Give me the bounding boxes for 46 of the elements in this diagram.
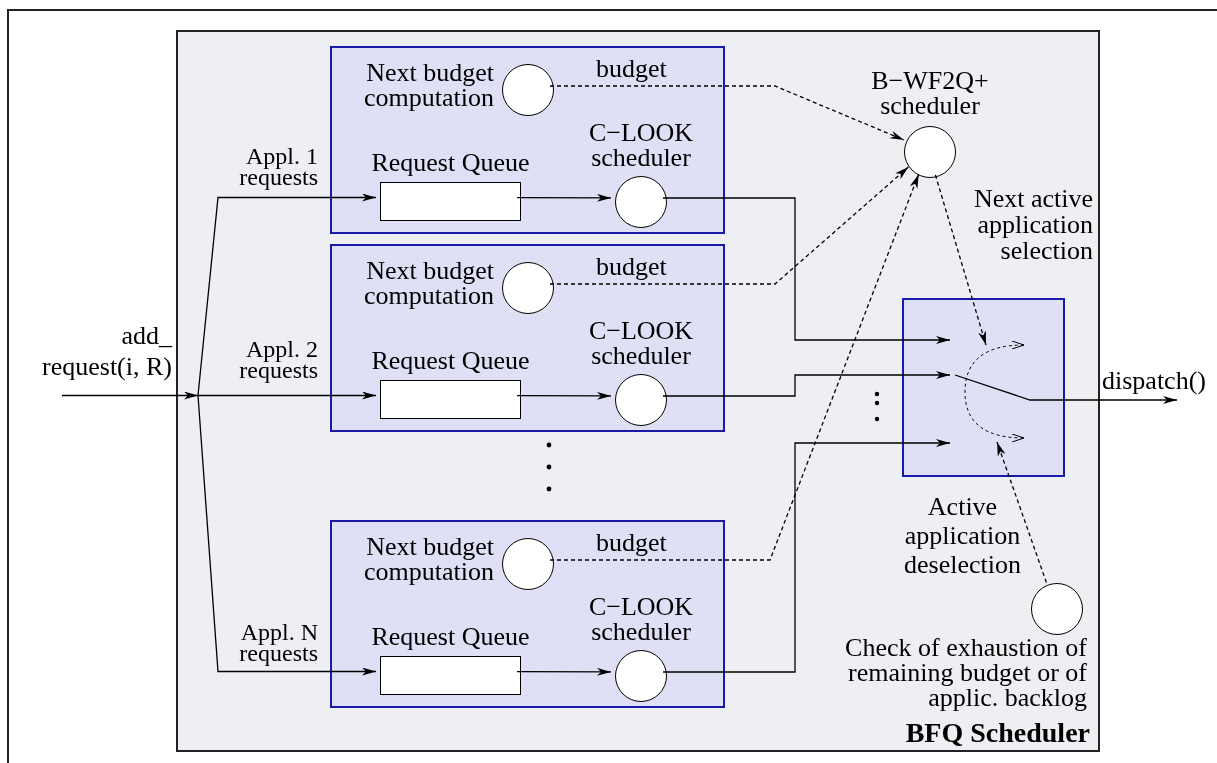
arrow <box>516 667 612 676</box>
arrow <box>516 391 612 400</box>
node-caption: Request Queue <box>370 150 531 175</box>
arrow <box>197 391 377 400</box>
node-caption: Request Queue <box>370 624 531 649</box>
arrow <box>61 391 199 400</box>
application-box <box>330 46 725 234</box>
node-caption: Check of exhaustion of remaining budget or of applic. backlog <box>844 635 1087 710</box>
application-box <box>330 520 725 708</box>
queue-box <box>380 182 521 221</box>
dashed-arrow <box>996 441 1048 584</box>
arrow <box>662 439 951 673</box>
node-caption: C−LOOK scheduler <box>587 120 695 170</box>
node-caption: Next budget computation <box>363 60 494 110</box>
queue-box <box>380 380 521 419</box>
function-label: add_ request(i, R) <box>41 320 172 382</box>
node-caption: C−LOOK scheduler <box>587 594 695 644</box>
node-caption: B−WF2Q+ scheduler <box>870 68 990 118</box>
switch-box <box>902 298 1065 477</box>
dashed-arrow <box>549 85 905 141</box>
arrow <box>662 371 951 397</box>
arrow <box>516 193 612 202</box>
scheduler-panel <box>176 30 1100 752</box>
arrow <box>197 394 377 676</box>
arrow <box>662 197 951 344</box>
edge-label: Next active application selection <box>972 186 1093 264</box>
edge-label: Active application deselection <box>903 492 1022 579</box>
application-box <box>330 244 725 432</box>
edge-label: dispatch() <box>1102 368 1207 394</box>
edge-label: budget <box>596 56 668 82</box>
dashed-arrow <box>934 174 987 346</box>
node-caption: Next budget computation <box>363 258 494 308</box>
node-caption: Next budget computation <box>363 534 494 584</box>
arrow <box>1062 396 1178 404</box>
arrow <box>197 193 377 397</box>
node-caption: C−LOOK scheduler <box>587 318 695 368</box>
node-caption: Request Queue <box>370 348 531 373</box>
queue-box <box>380 656 521 695</box>
edge-label: budget <box>596 530 668 556</box>
edge-label: Appl. N requests <box>238 622 318 664</box>
panel-title: BFQ Scheduler <box>905 716 1090 750</box>
dashed-arrow <box>549 166 910 285</box>
edge-label: Appl. 2 requests <box>238 339 318 381</box>
dashed-arrow <box>549 173 920 561</box>
edge-label: Appl. 1 requests <box>238 146 318 188</box>
edge-label: budget <box>596 254 668 280</box>
